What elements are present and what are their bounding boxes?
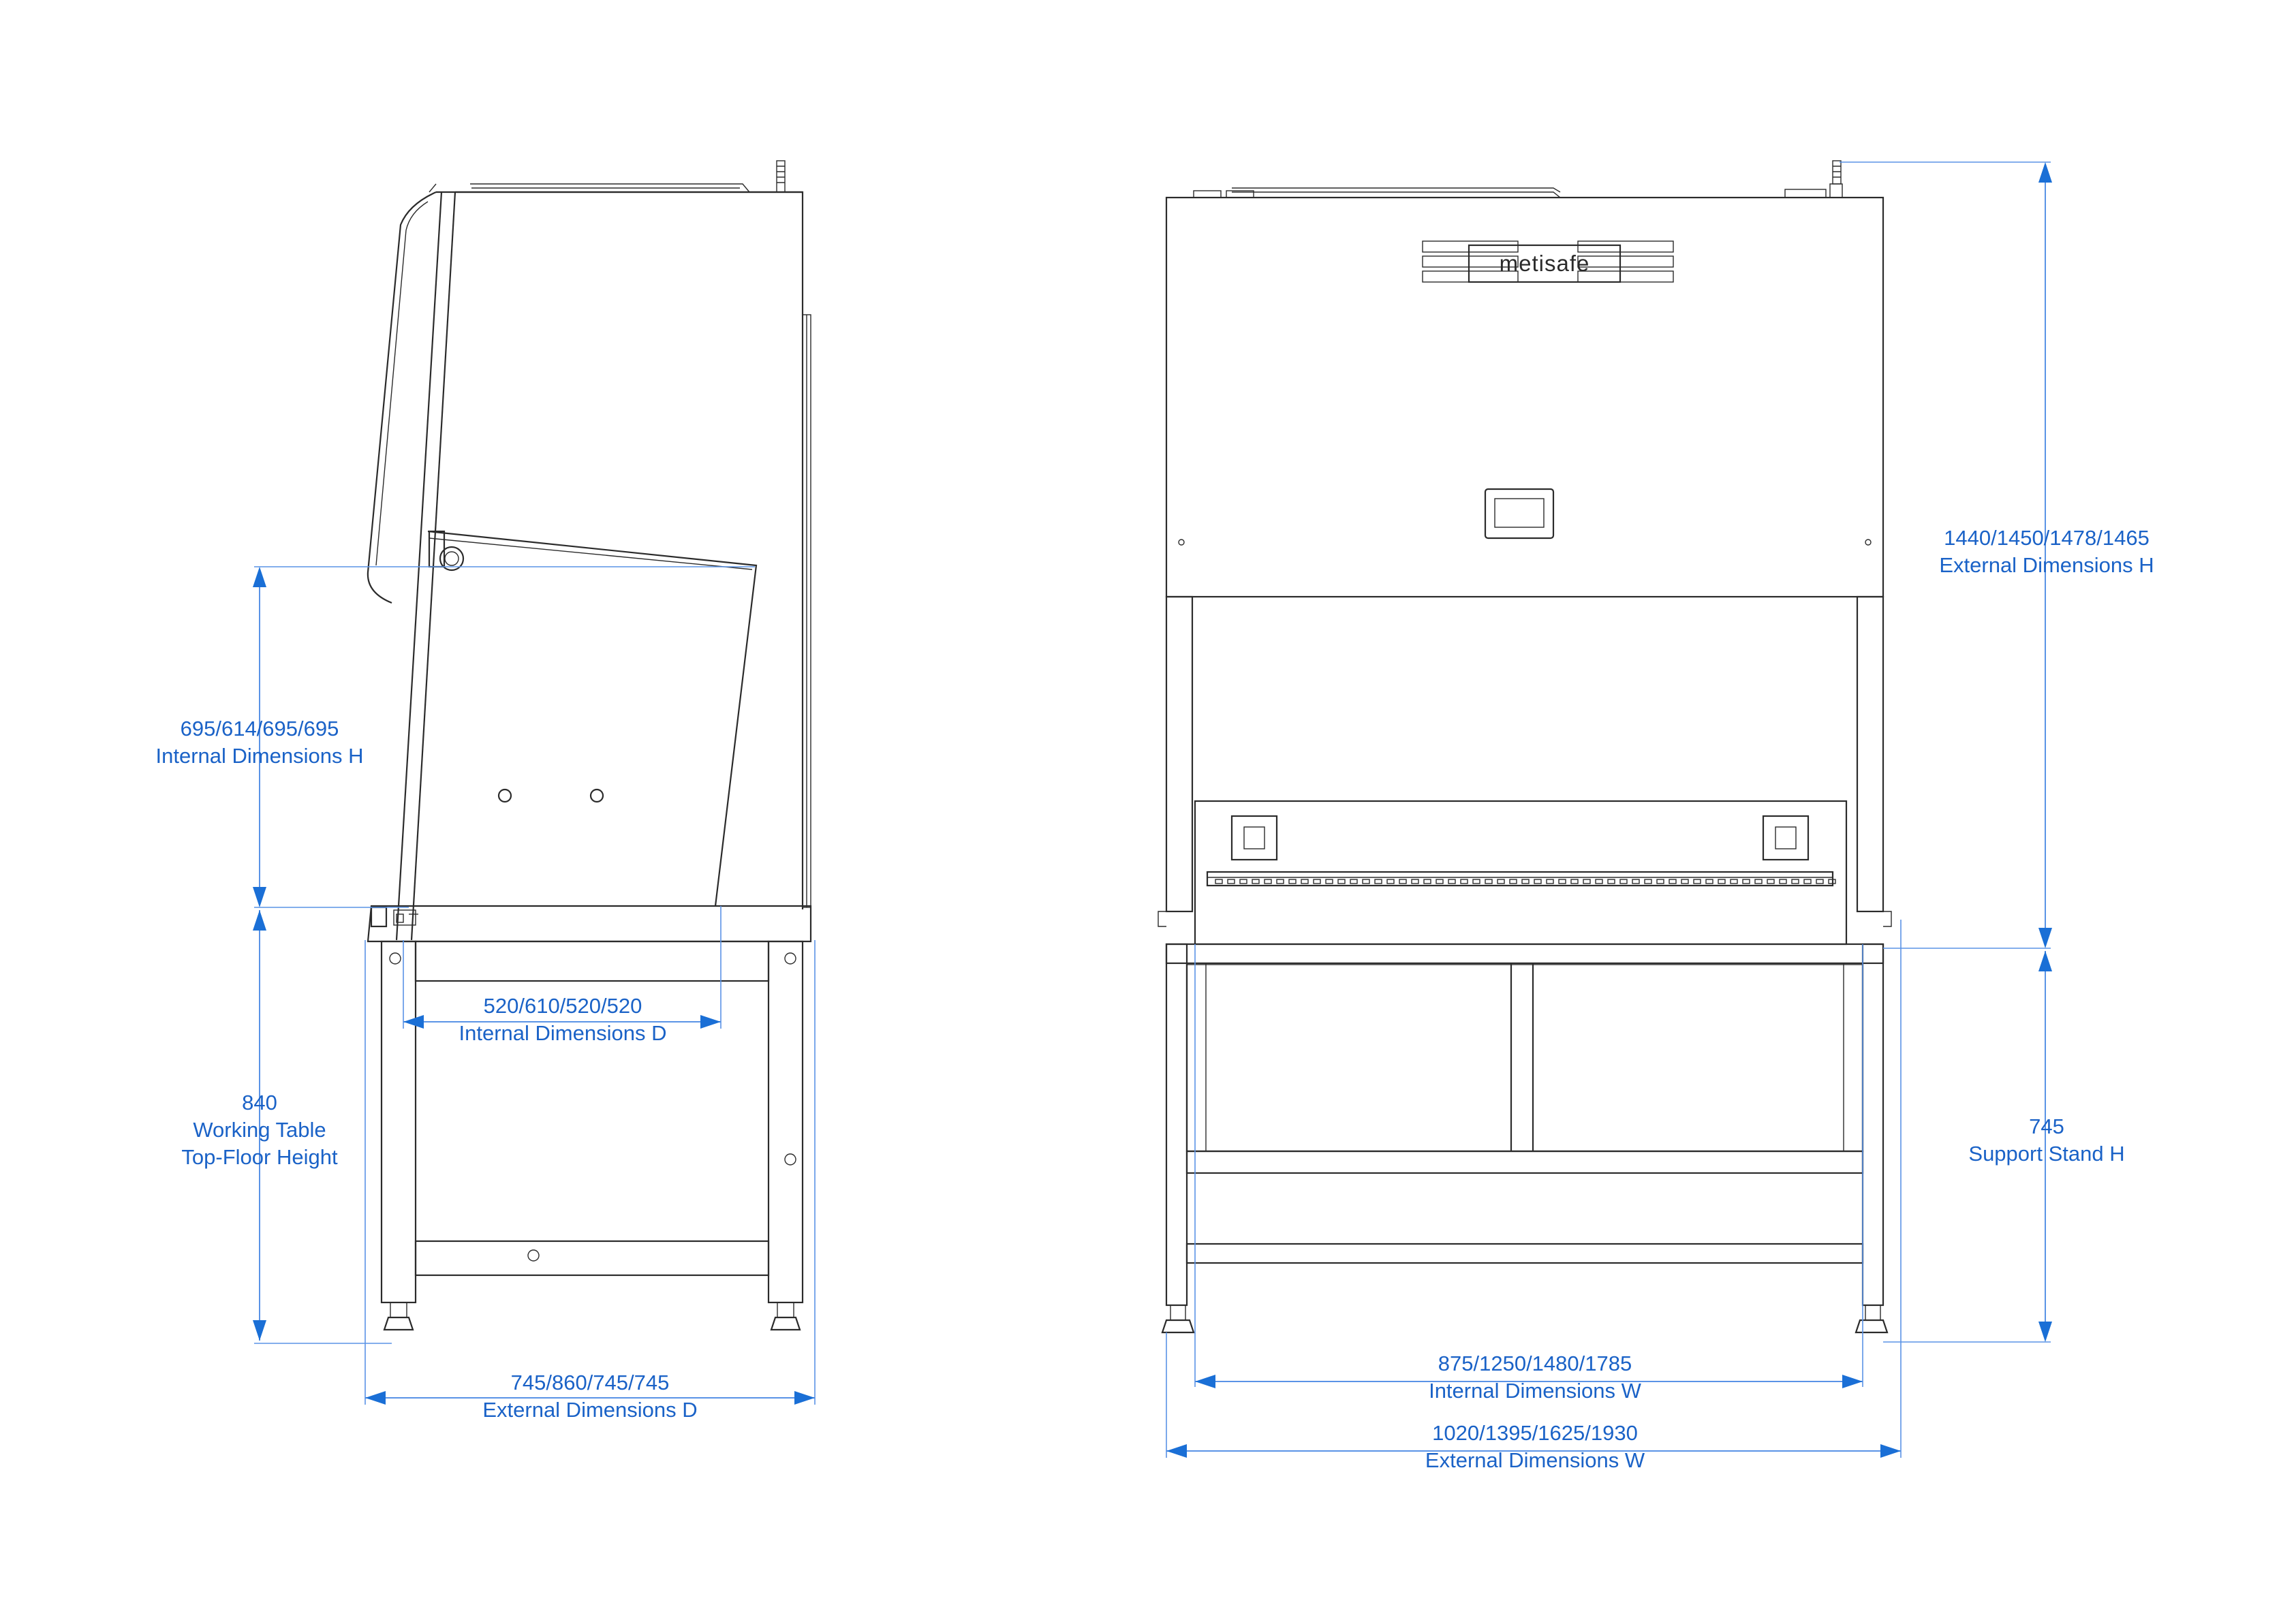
grille-slot <box>1448 879 1456 884</box>
grille-slot <box>1497 879 1505 884</box>
external-h-label: External Dimensions H <box>1939 553 2154 577</box>
grille-slot <box>1730 879 1738 884</box>
working-table-value: 840 <box>242 1091 277 1114</box>
grille-slot <box>1718 879 1726 884</box>
grille-slot <box>1693 879 1701 884</box>
grille-slot <box>1460 879 1468 884</box>
grille-slot <box>1337 879 1346 884</box>
dimension-labels: 695/614/695/695 Internal Dimensions H 84… <box>156 526 2154 1472</box>
side-support-stand <box>380 940 804 1331</box>
side-cabinet-body <box>367 183 812 943</box>
grille-slot <box>1325 879 1333 884</box>
grille-slot <box>1239 879 1247 884</box>
grille-slot <box>1705 879 1713 884</box>
grille-slot <box>1264 879 1272 884</box>
external-d-label: External Dimensions D <box>482 1398 697 1422</box>
grille-slot <box>1472 879 1480 884</box>
side-view <box>367 160 812 1331</box>
grille-slot <box>1399 879 1407 884</box>
grille-slot <box>1644 879 1652 884</box>
working-table-label-2: Top-Floor Height <box>181 1145 338 1169</box>
brand-logo-text: metisafe <box>1500 251 1590 276</box>
external-d-value: 745/860/745/745 <box>511 1371 670 1394</box>
front-grille <box>1206 871 1836 887</box>
grille-slot <box>1215 879 1223 884</box>
working-table-label-1: Working Table <box>193 1118 326 1142</box>
grille-slot <box>1485 879 1493 884</box>
grille-slot <box>1816 879 1824 884</box>
grille-slot <box>1632 879 1640 884</box>
grille-slot <box>1423 879 1431 884</box>
front-socket-left <box>1230 815 1278 861</box>
grille-slot <box>1583 879 1591 884</box>
grille-slot <box>1767 879 1775 884</box>
grille-slot <box>1595 879 1603 884</box>
internal-h-value: 695/614/695/695 <box>181 717 339 740</box>
grille-slot <box>1276 879 1284 884</box>
brand-logo: metisafe <box>1422 240 1674 283</box>
grille-slot <box>1546 879 1554 884</box>
front-socket-right <box>1762 815 1810 861</box>
front-cabinet-body: metisafe <box>1158 160 1892 946</box>
grille-slot <box>1742 879 1750 884</box>
internal-w-label: Internal Dimensions W <box>1429 1379 1642 1403</box>
grille-slot <box>1570 879 1579 884</box>
grille-slot <box>1656 879 1664 884</box>
grille-slot <box>1521 879 1530 884</box>
grille-slot <box>1803 879 1812 884</box>
grille-slot <box>1386 879 1395 884</box>
grille-slot <box>1754 879 1763 884</box>
grille-slot <box>1362 879 1370 884</box>
grille-slot <box>1374 879 1382 884</box>
internal-h-label: Internal Dimensions H <box>156 744 364 768</box>
grille-slot <box>1350 879 1358 884</box>
dimension-lines <box>253 161 2052 1458</box>
grille-slot <box>1252 879 1260 884</box>
grille-slot <box>1436 879 1444 884</box>
grille-slot <box>1301 879 1309 884</box>
grille-slot <box>1288 879 1297 884</box>
external-w-label: External Dimensions W <box>1425 1448 1645 1472</box>
support-stand-label: Support Stand H <box>1968 1142 2124 1166</box>
grille-slot <box>1619 879 1628 884</box>
grille-slot <box>1534 879 1542 884</box>
grille-slot <box>1791 879 1799 884</box>
support-stand-value: 745 <box>2029 1114 2064 1138</box>
control-display[interactable] <box>1484 488 1555 540</box>
front-view: metisafe <box>1158 160 1892 1334</box>
grille-slot <box>1558 879 1566 884</box>
internal-d-label: Internal Dimensions D <box>459 1021 667 1045</box>
grille-slot <box>1669 879 1677 884</box>
grille-slot <box>1313 879 1321 884</box>
grille-slot <box>1509 879 1517 884</box>
grille-slot <box>1681 879 1689 884</box>
grille-slot <box>1227 879 1235 884</box>
external-h-value: 1440/1450/1478/1465 <box>1944 526 2150 550</box>
front-support-stand <box>1161 943 1889 1334</box>
grille-slot <box>1607 879 1615 884</box>
internal-w-value: 875/1250/1480/1785 <box>1438 1352 1632 1375</box>
external-w-value: 1020/1395/1625/1930 <box>1432 1421 1638 1445</box>
internal-d-value: 520/610/520/520 <box>484 994 642 1018</box>
grille-slot <box>1779 879 1787 884</box>
grille-slot <box>1411 879 1419 884</box>
grille-slot <box>1828 879 1836 884</box>
